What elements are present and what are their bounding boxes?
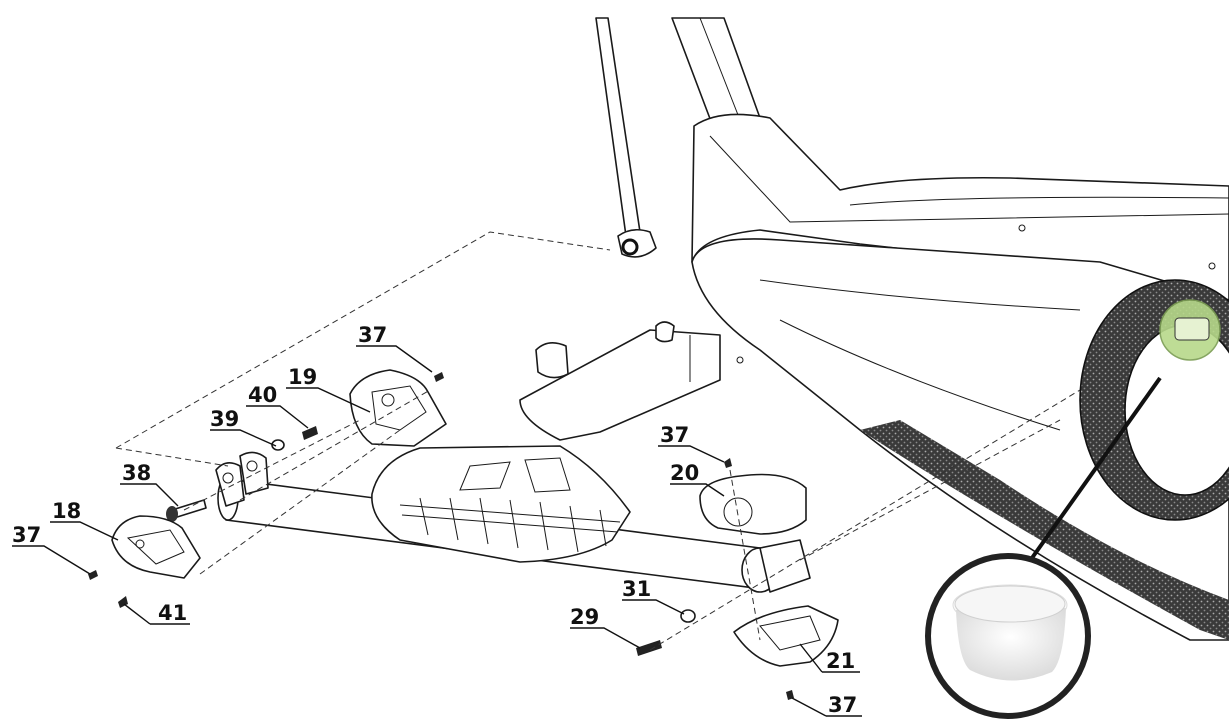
label-part-20: 20 xyxy=(670,461,699,485)
label-part-19: 19 xyxy=(288,365,317,389)
label-part-29: 29 xyxy=(570,605,599,629)
label-part-37-mid: 37 xyxy=(660,423,689,447)
pedal-arm-block xyxy=(519,321,721,441)
label-part-38: 38 xyxy=(122,461,151,485)
part-number-labels: 37 19 40 39 38 18 37 41 37 20 31 29 21 3… xyxy=(12,323,857,717)
end-cap-detail xyxy=(952,584,1068,681)
label-part-18: 18 xyxy=(52,499,81,523)
pedal-grip-ribs xyxy=(399,497,621,553)
label-part-37-top: 37 xyxy=(358,323,387,347)
label-part-39: 39 xyxy=(210,407,239,431)
detail-callout xyxy=(925,376,1162,719)
assembly-guide-lines xyxy=(115,231,1081,651)
label-part-37-left: 37 xyxy=(12,523,41,547)
label-part-37-bottom: 37 xyxy=(828,693,857,717)
right-bracket-parts xyxy=(636,605,839,700)
label-part-31: 31 xyxy=(622,577,651,601)
label-part-40: 40 xyxy=(248,383,277,407)
leader-lines xyxy=(12,345,862,717)
part-20-cap xyxy=(699,473,807,535)
label-part-41: 41 xyxy=(158,601,187,625)
label-part-21: 21 xyxy=(826,649,855,673)
main-frame xyxy=(595,17,1229,641)
